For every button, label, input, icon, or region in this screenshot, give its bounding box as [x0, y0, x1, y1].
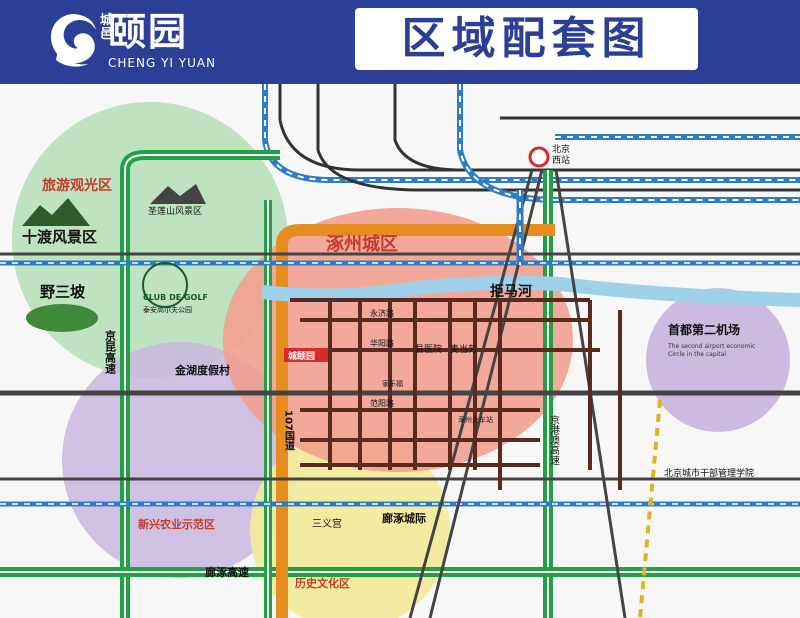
road-107	[276, 224, 555, 618]
river-label: 拒马河	[490, 283, 532, 300]
bj-west-line2: 西站	[552, 154, 570, 166]
jingkun-label: 京昆高速	[104, 329, 117, 375]
river	[261, 275, 800, 307]
chengyiyuan-badge	[284, 348, 328, 362]
mountain-icon	[22, 198, 90, 226]
yellow-rail	[638, 399, 662, 618]
mcdonalds-label: 麦当劳	[450, 343, 477, 355]
zhuozhou-zone	[223, 208, 573, 472]
history-label: 历史文化区	[295, 576, 350, 590]
langzhuo-label: 廊涿城际	[382, 511, 426, 525]
zhuozhou-rail-label: 涿州火车站	[458, 415, 493, 424]
college-label: 北京城市干部管理学院	[664, 467, 754, 479]
dragon-logo-icon	[50, 14, 96, 67]
regional-map: 旅游观光区 十渡风景区 野三坡 圣莲山风景区 CLUB DE GOLF 泰安高尔…	[0, 84, 800, 618]
mountain-icon	[150, 184, 206, 204]
city-grid	[290, 298, 622, 490]
chengyiyuan-label: 城颐园	[288, 350, 315, 362]
page-title: 区域配套图	[401, 13, 652, 64]
rail-lines	[0, 169, 800, 618]
tourism-zone-label: 旅游观光区	[42, 177, 112, 194]
shengquan-label: 圣莲山风景区	[148, 205, 202, 217]
brand-small-text: 城邑	[100, 13, 114, 42]
fanyang-label: 范阳路	[370, 398, 394, 408]
airport-en1-label: The second airport economic	[667, 343, 755, 350]
header-bar: 城邑 颐园 CHENG YI YUAN 区域配套图	[0, 0, 800, 84]
bj-west-line1: 北京	[552, 143, 570, 155]
forest-icon	[26, 304, 98, 332]
xinxing-label: 新兴农业示范区	[138, 517, 215, 531]
road107-label: 107国道	[283, 410, 295, 452]
brand-name: 颐园	[108, 9, 189, 54]
airport-label: 首都第二机场	[668, 322, 740, 337]
zhuozhou-label: 涿州城区	[326, 233, 398, 255]
county-hosp-label: 县医院	[415, 343, 442, 355]
shidu-label: 十渡风景区	[22, 228, 97, 246]
jinhu-label: 金湖度假村	[174, 363, 230, 377]
langzhuo-hwy-label: 廊涿高速	[205, 565, 249, 579]
walmart-label: 家乐福	[382, 379, 403, 388]
golf-logo-label: CLUB DE GOLF	[143, 293, 208, 302]
yongji-label: 永济路	[370, 308, 394, 318]
golf-logo-icon	[142, 262, 188, 308]
bj-west-station-icon	[528, 146, 550, 168]
title-panel	[355, 8, 698, 70]
huayang-label: 华阳路	[370, 338, 394, 348]
sanyi-label: 三义宫	[312, 517, 342, 530]
airport-en2-label: Circle in the capital	[668, 351, 726, 358]
yesanpo-label: 野三坡	[40, 283, 85, 301]
jinghu-label: 京港澳高速	[548, 414, 560, 465]
airport-zone	[646, 288, 790, 432]
golf-name-label: 泰安高尔夫公园	[143, 305, 192, 314]
brand-english: CHENG YI YUAN	[108, 56, 217, 70]
